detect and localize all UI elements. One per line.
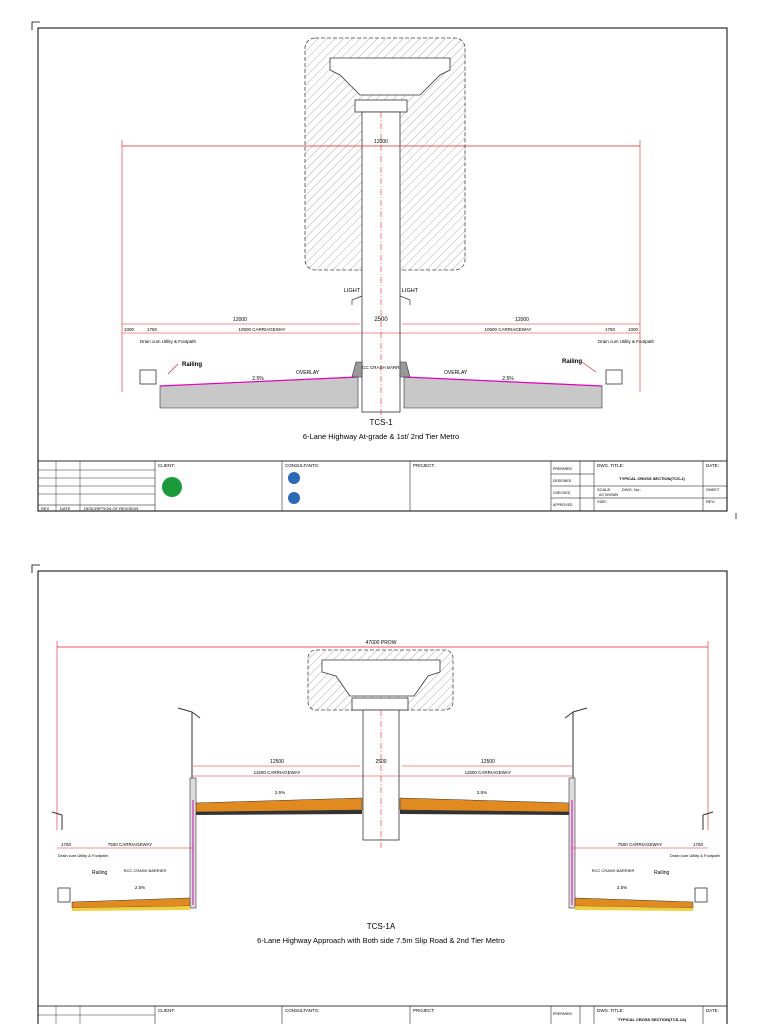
light-right-icon bbox=[399, 295, 411, 305]
svg-text:CLIENT:: CLIENT: bbox=[158, 463, 175, 468]
section-title-2: 6-Lane Highway Approach with Both side 7… bbox=[257, 936, 505, 945]
sheet-tcs-1: 12000 LIGHT LIGHT 12000 2500 12000 1000 … bbox=[31, 21, 737, 519]
sheet-2-border bbox=[37, 570, 728, 1024]
slip-left: 7500 CARRIAGEWAY bbox=[108, 842, 153, 847]
edge-left: 1000 bbox=[124, 327, 135, 332]
slope-right: 2.5% bbox=[502, 376, 514, 382]
svg-text:DESCRIPTION OF REVISION: DESCRIPTION OF REVISION bbox=[84, 506, 138, 511]
railing-left-2: Railing bbox=[92, 870, 108, 876]
upper-deck-left bbox=[194, 797, 363, 813]
svg-text:CLIENT:: CLIENT: bbox=[158, 1008, 175, 1013]
svg-text:PREPARED: PREPARED bbox=[553, 467, 572, 471]
light-left-label: LIGHT bbox=[344, 288, 361, 294]
light-pole-right bbox=[564, 707, 588, 778]
cw-width-left: 12000 bbox=[233, 317, 247, 323]
svg-text:DWG. TITLE:: DWG. TITLE: bbox=[597, 1008, 624, 1013]
svg-text:DESIGNED: DESIGNED bbox=[553, 479, 572, 483]
svg-text:REV: REV bbox=[41, 506, 50, 511]
svg-text:PROJECT:: PROJECT: bbox=[413, 463, 435, 468]
barrier-label: RCC CRASH BARRIER bbox=[359, 365, 408, 370]
svg-text:TYPICAL CROSS SECTION(TCS-1A): TYPICAL CROSS SECTION(TCS-1A) bbox=[618, 1017, 687, 1022]
svg-text:CONSULTANTS:: CONSULTANTS: bbox=[285, 1008, 319, 1013]
drain-right-width: 1750 bbox=[605, 327, 616, 332]
svg-text:DATE:: DATE: bbox=[706, 1008, 719, 1013]
svg-text:DATE: DATE bbox=[60, 506, 71, 511]
svg-text:SIZE:: SIZE: bbox=[597, 499, 607, 504]
svg-text:CONSULTANTS:: CONSULTANTS: bbox=[285, 463, 319, 468]
light-pole-far-left bbox=[51, 811, 63, 830]
svg-text:TYPICAL CROSS SECTION(TCS-1): TYPICAL CROSS SECTION(TCS-1) bbox=[619, 476, 685, 481]
section-id-2: TCS-1A bbox=[367, 922, 396, 931]
slip-right: 7500 CARRIAGEWAY bbox=[618, 842, 663, 847]
cw-width-right: 12000 bbox=[515, 317, 529, 323]
drain-label-left: Drain cum Utility & Footpath bbox=[140, 339, 197, 344]
slope-upper-right: 2.5% bbox=[477, 790, 487, 795]
svg-text:DWG. TITLE:: DWG. TITLE: bbox=[597, 463, 624, 468]
overlay-right: OVERLAY bbox=[444, 370, 468, 376]
drain-left-width: 1750 bbox=[147, 327, 158, 332]
drain-box-right-2 bbox=[694, 887, 708, 903]
overlay-left: OVERLAY bbox=[296, 370, 320, 376]
drain-label-right-2: Drain cum Utility & Footpath bbox=[670, 853, 720, 858]
title-block-1: REV DATE DESCRIPTION OF REVISION CLIENT:… bbox=[37, 460, 728, 512]
metro-pier-cap-2 bbox=[351, 697, 409, 711]
barrier-right-2: RCC CRASH BARRIER bbox=[592, 868, 635, 873]
median-barrier-right bbox=[399, 361, 411, 378]
svg-text:DWG. No.:: DWG. No.: bbox=[622, 487, 641, 492]
svg-text:PREPARED: PREPARED bbox=[553, 1012, 572, 1016]
median-width: 2500 bbox=[374, 317, 388, 323]
drain-label-left-2: Drain cum Utility & Footpath bbox=[58, 853, 108, 858]
drain-box-right bbox=[605, 369, 623, 385]
svg-text:DATE:: DATE: bbox=[706, 463, 719, 468]
overall-width-label: 12000 bbox=[374, 139, 388, 145]
prow-label: 47000 PROW bbox=[366, 640, 397, 646]
light-pole-left bbox=[177, 707, 201, 778]
slope-lower-left: 2.5% bbox=[135, 885, 145, 890]
railing-right-label: Railing bbox=[562, 359, 582, 365]
svg-text:REV:: REV: bbox=[706, 499, 715, 504]
upper-deck-right bbox=[399, 797, 571, 813]
drain-box-left-2 bbox=[57, 887, 71, 903]
svg-text:APPROVED: APPROVED bbox=[553, 503, 573, 507]
median-barrier-left bbox=[351, 361, 363, 378]
slope-left: 2.5% bbox=[252, 376, 264, 382]
slope-upper-left: 2.5% bbox=[275, 790, 285, 795]
median-width-2: 2500 bbox=[375, 759, 386, 765]
svg-text:PROJECT:: PROJECT: bbox=[413, 1008, 435, 1013]
metro-girder-2 bbox=[321, 659, 441, 697]
width-right-2: 12500 bbox=[481, 759, 495, 765]
metro-pier-cap bbox=[354, 99, 408, 113]
light-left-icon bbox=[351, 295, 363, 305]
light-right-label: LIGHT bbox=[402, 288, 419, 294]
section-title-1: 6-Lane Highway At-grade & 1st/ 2nd Tier … bbox=[303, 432, 459, 441]
svg-text:SHEET: SHEET bbox=[706, 487, 720, 492]
svg-text:CHECKED: CHECKED bbox=[553, 491, 571, 495]
carriageway-upper-left: 11500 CARRIAGEWAY bbox=[254, 770, 301, 775]
barrier-left-2: RCC CRASH BARRIER bbox=[124, 868, 167, 873]
carriageway-right: 10500 CARRIAGEWAY bbox=[484, 327, 531, 332]
width-left-2: 12500 bbox=[270, 759, 284, 765]
carriageway-upper-right: 11500 CARRIAGEWAY bbox=[465, 770, 512, 775]
drain-right-2: 1750 bbox=[693, 842, 704, 847]
drain-left-2: 1750 bbox=[61, 842, 72, 847]
client-logo bbox=[162, 477, 182, 497]
railing-left-label: Railing bbox=[182, 362, 202, 368]
svg-text:AS SHOWN: AS SHOWN bbox=[599, 493, 619, 497]
railing-right-2: Railing bbox=[654, 870, 670, 876]
carriageway-left: 10500 CARRIAGEWAY bbox=[238, 327, 285, 332]
svg-text:SCALE:: SCALE: bbox=[597, 487, 611, 492]
drain-label-right: Drain cum Utility & Footpath bbox=[598, 339, 655, 344]
metro-girder bbox=[329, 57, 451, 96]
sheet-tcs-1a: 47000 PROW 12500 2500 12500 11500 CARRIA… bbox=[31, 564, 728, 1024]
drain-box-left bbox=[139, 369, 157, 385]
slope-lower-right: 2.5% bbox=[617, 885, 627, 890]
edge-right: 1000 bbox=[628, 327, 639, 332]
light-pole-far-right bbox=[702, 811, 714, 830]
metro-pier-2 bbox=[362, 709, 400, 841]
section-id-1: TCS-1 bbox=[369, 418, 393, 427]
consultant-logo bbox=[288, 472, 300, 484]
title-block-2: CLIENT: CONSULTANTS: PROJECT: PREPARED D… bbox=[38, 1005, 727, 1024]
consultant-logo-2 bbox=[288, 492, 300, 504]
